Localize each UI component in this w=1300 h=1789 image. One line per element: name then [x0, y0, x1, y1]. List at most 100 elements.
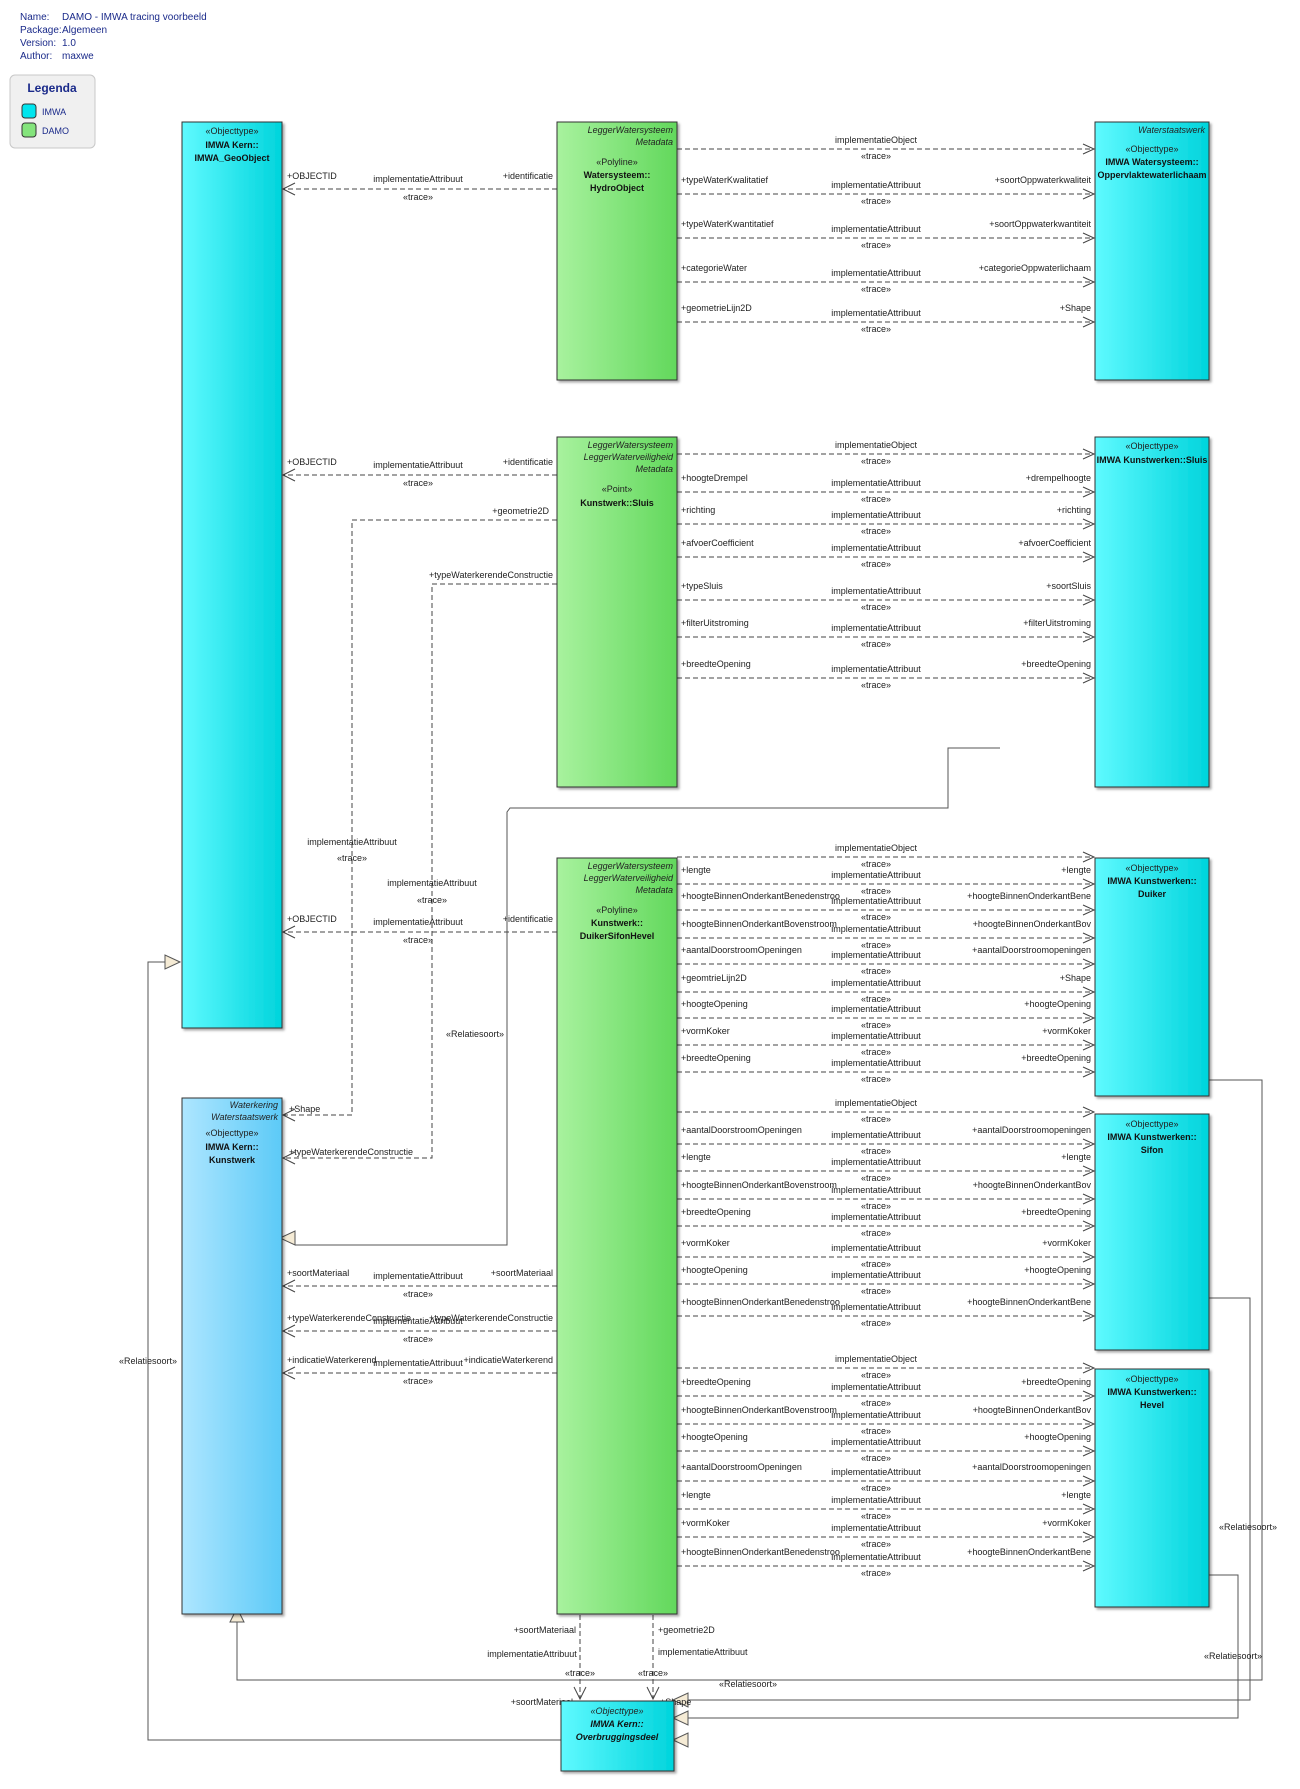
- trace-link: implementatieAttribuut+breedteOpening+br…: [677, 1377, 1096, 1408]
- trace-source-role: +afvoerCoefficient: [681, 538, 754, 548]
- trace-arrowhead: [1082, 986, 1096, 998]
- sifon-name2: Sifon: [1141, 1145, 1164, 1155]
- generalisatie-arrow-geoobject: [164, 954, 182, 970]
- trace-stereotype: «trace»: [861, 1173, 891, 1183]
- generalisatie-arrow-kunstwerk-bottom: [229, 1606, 245, 1623]
- trace-target-role: +lengte: [1061, 1152, 1091, 1162]
- trace-source-role: +hoogteOpening: [681, 1432, 748, 1442]
- trace-source-role: +categorieWater: [681, 263, 747, 273]
- trace-arrowhead: [1082, 1106, 1096, 1118]
- trace-arrowhead: [1082, 1310, 1096, 1322]
- elbow-arrow-2: [281, 1151, 296, 1165]
- trace-source-role: +typeWaterKwantitatief: [681, 219, 774, 229]
- trace-kind-label: implementatieAttribuut: [831, 1157, 921, 1167]
- trace-arrowhead: [1082, 932, 1096, 944]
- elbow2-src: +typeWaterkerendeConstructie: [429, 570, 553, 580]
- trace-stereotype: «trace»: [861, 1286, 891, 1296]
- trace-kind-label: implementatieAttribuut: [831, 586, 921, 596]
- trace-link: implementatieAttribuut+hoogteDrempel+dre…: [677, 473, 1096, 504]
- trace-arrowhead: [1082, 1220, 1096, 1232]
- trace-source-role: +lengte: [681, 865, 711, 875]
- trace-arrowhead: [1082, 1278, 1096, 1290]
- class-geoobject[interactable]: [181, 121, 283, 1029]
- trace-stereotype: «trace»: [861, 886, 891, 896]
- trace-link: implementatieAttribuut+filterUitstroming…: [677, 618, 1096, 649]
- trace-link-left: implementatieAttribuut«trace»+typeWaterk…: [281, 1313, 557, 1344]
- trace-source-role: +hoogteBinnenOnderkantBenedenstroo: [681, 1547, 840, 1557]
- trace-source-role: +geometrieLijn2D: [681, 303, 752, 313]
- trace-arrowhead: [1082, 1251, 1096, 1263]
- trace-arrowhead: [281, 1366, 296, 1380]
- trace-arrowhead: [281, 925, 296, 939]
- bottom1-trace: «trace»: [565, 1668, 595, 1678]
- trace-arrowhead: [1082, 1165, 1096, 1177]
- trace-stereotype: «trace»: [861, 494, 891, 504]
- trace-link-left: implementatieAttribuut«trace»+identifica…: [281, 914, 557, 945]
- trace-kind-label: implementatieAttribuut: [831, 1302, 921, 1312]
- trace-link: implementatieAttribuut+vormKoker+vormKok…: [677, 1026, 1096, 1057]
- class-hevel[interactable]: [1094, 1368, 1210, 1608]
- trace-stereotype: «trace»: [861, 1398, 891, 1408]
- trace-link: implementatieAttribuut+typeWaterKwalitat…: [677, 175, 1096, 206]
- elbow1-src: +geometrie2D: [492, 506, 549, 516]
- trace-target-role: +Shape: [1060, 973, 1091, 983]
- class-sifon[interactable]: [1094, 1113, 1210, 1351]
- class-overbruggingsdeel[interactable]: [560, 1700, 675, 1772]
- trace-target-role: +soortMateriaal: [287, 1268, 349, 1278]
- trace-target-role: +hoogteBinnenOnderkantBene: [967, 1297, 1091, 1307]
- trace-arrowhead: [1082, 232, 1096, 244]
- class-kunstwerk[interactable]: [181, 1097, 283, 1615]
- trace-stereotype: «trace»: [861, 966, 891, 976]
- trace-arrowhead: [1082, 631, 1096, 643]
- relatie-arrow-ob2: [671, 1692, 689, 1708]
- trace-kind-label: implementatieAttribuut: [831, 1212, 921, 1222]
- geoobject-name1: IMWA Kern::: [205, 140, 258, 150]
- class-duikersifonhevel[interactable]: [556, 857, 678, 1615]
- relatiesoort-label-3: «Relatiesoort»: [1219, 1522, 1277, 1532]
- trace-link: implementatieAttribuut+aantalDoorstroomO…: [677, 1462, 1096, 1493]
- trace-kind-label: implementatieAttribuut: [831, 1523, 921, 1533]
- trace-target-role: +aantalDoorstroomopeningen: [972, 1462, 1091, 1472]
- trace-arrowhead: [1082, 1560, 1096, 1572]
- trace-arrowhead: [1082, 958, 1096, 970]
- trace-link: implementatieAttribuut+afvoerCoefficient…: [677, 538, 1096, 569]
- trace-target-role: +hoogteBinnenOnderkantBov: [973, 1180, 1092, 1190]
- trace-kind-label: implementatieAttribuut: [831, 180, 921, 190]
- trace-link-left: implementatieAttribuut«trace»+identifica…: [281, 171, 557, 202]
- trace-source-role: +hoogteOpening: [681, 1265, 748, 1275]
- geoobject-name2: IMWA_GeoObject: [194, 153, 269, 163]
- trace-kind-label: implementatieAttribuut: [373, 460, 463, 470]
- trace-stereotype: «trace»: [861, 994, 891, 1004]
- trace-target-role: +filterUitstroming: [1023, 618, 1091, 628]
- trace-stereotype: «trace»: [861, 1259, 891, 1269]
- relatiesoort-label-2: «Relatiesoort»: [119, 1356, 177, 1366]
- header-version-value: 1.0: [62, 38, 76, 49]
- header-name-key: Name:: [20, 12, 49, 23]
- class-sluis-imwa[interactable]: [1094, 436, 1210, 788]
- trace-arrowhead: [1082, 1445, 1096, 1457]
- relatiesoort-label-5: «Relatiesoort»: [719, 1679, 777, 1689]
- trace-arrowhead: [1082, 1475, 1096, 1487]
- trace-link: implementatieAttribuut+hoogteOpening+hoo…: [677, 999, 1096, 1030]
- trace-source-role: +typeSluis: [681, 581, 723, 591]
- owl-name2: Oppervlaktewaterlichaam: [1097, 170, 1206, 180]
- sluisdamo-tag3: Metadata: [635, 464, 673, 474]
- trace-stereotype: «trace»: [861, 639, 891, 649]
- ob-name1: IMWA Kern::: [590, 1719, 643, 1729]
- elbow2-tgt: +typeWaterkerendeConstructie: [289, 1147, 413, 1157]
- trace-kind-label: implementatieAttribuut: [831, 224, 921, 234]
- trace-link: implementatieObject«trace»: [677, 440, 1096, 466]
- trace-kind-label: implementatieObject: [835, 1354, 918, 1364]
- trace-stereotype: «trace»: [861, 602, 891, 612]
- class-hydroobject[interactable]: [556, 121, 678, 381]
- class-oppervlaktewaterlichaam[interactable]: [1094, 121, 1210, 381]
- trace-stereotype: «trace»: [403, 192, 433, 202]
- trace-target-role: +Shape: [1060, 303, 1091, 313]
- trace-stereotype: «trace»: [861, 526, 891, 536]
- class-sluis-damo[interactable]: [556, 436, 678, 788]
- bottom2-trace: «trace»: [638, 1668, 668, 1678]
- class-duiker[interactable]: [1094, 857, 1210, 1097]
- kunstwerk-tag2: Waterstaatswerk: [211, 1112, 278, 1122]
- legend-damo-label: DAMO: [42, 126, 69, 136]
